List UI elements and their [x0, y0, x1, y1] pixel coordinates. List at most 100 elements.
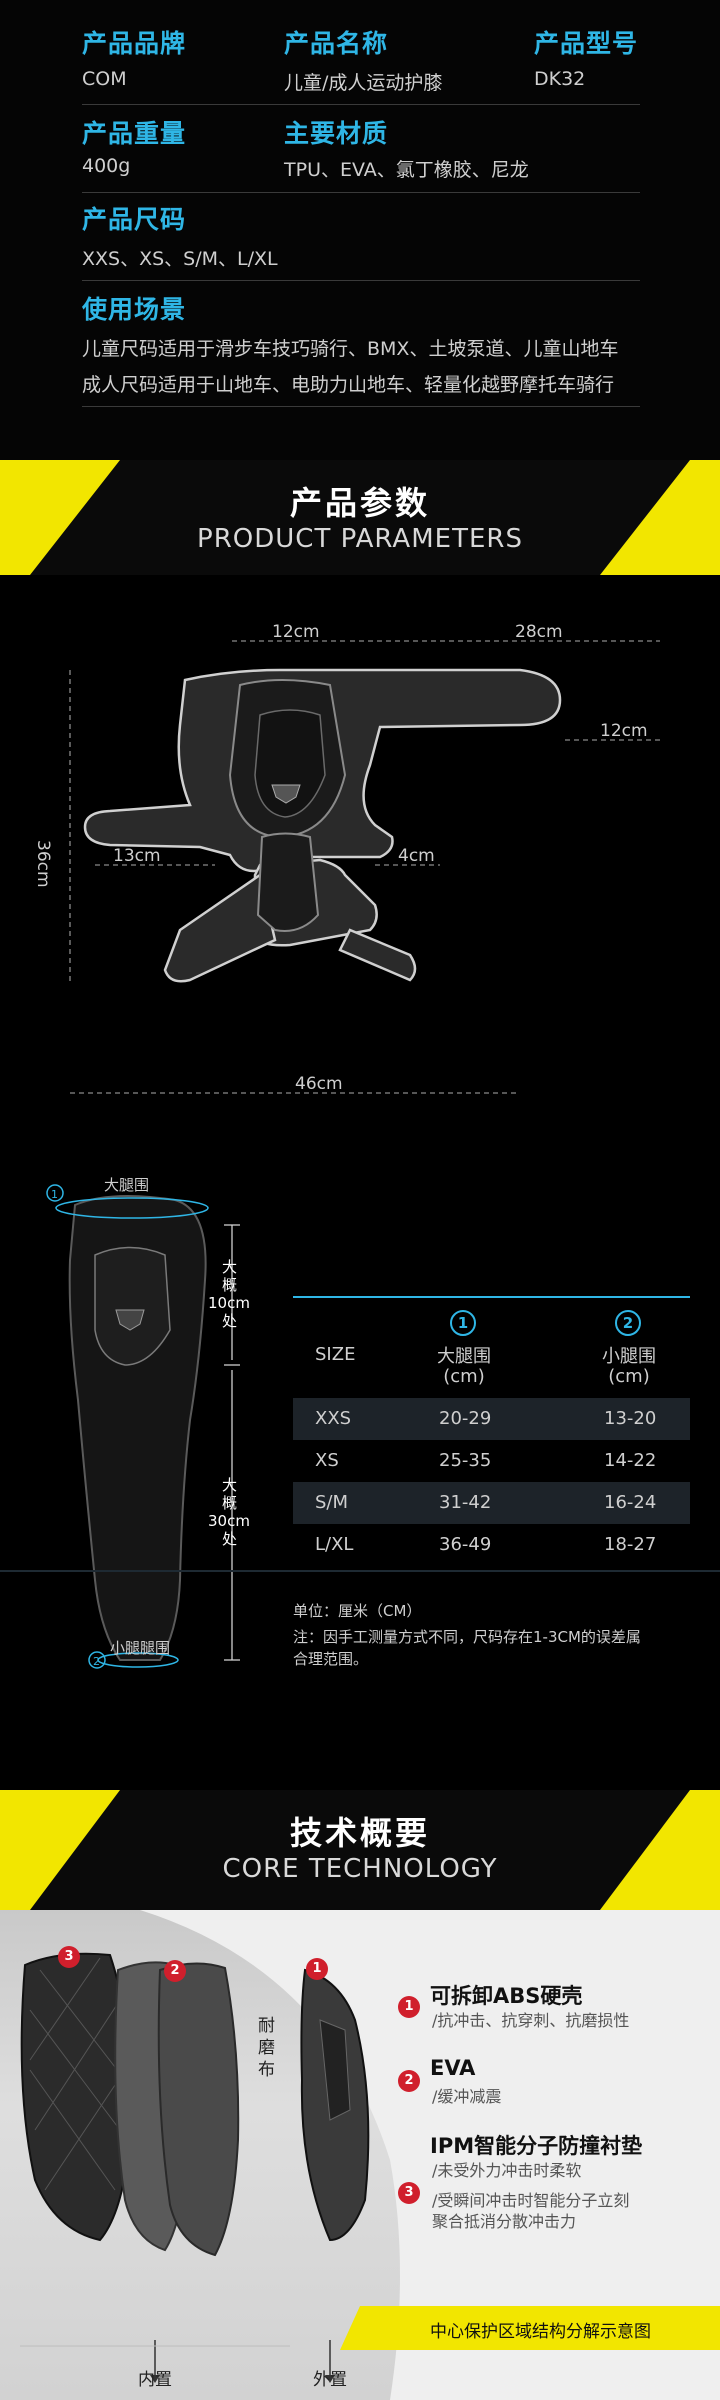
calf-column-header: 小腿围	[602, 1346, 656, 1367]
dim-height-label: 36cm	[33, 840, 53, 888]
core-technology-section: 3 2 1 耐 磨 布 1 可拆卸ABS硬壳 /抗冲击、抗穿刺、抗磨损性 2 E…	[0, 1910, 720, 2400]
upper-measure-text: 处	[222, 1312, 237, 1330]
upper-measure-text: 大	[222, 1258, 237, 1276]
size-cell: XS	[315, 1450, 339, 1471]
dim-top-right-label: 28cm	[515, 622, 563, 642]
calf-cell: 13-20	[604, 1408, 657, 1429]
core-technology-banner: 技术概要 CORE TECHNOLOGY	[0, 1790, 720, 1910]
product-name-label: 产品名称	[284, 29, 389, 58]
feature-3-desc-3: 聚合抵消分散冲击力	[432, 2212, 577, 2231]
feature-2-desc: /缓冲减震	[432, 2087, 502, 2106]
dimension-diagram: 12cm 28cm 12cm 36cm 13cm 4cm 46cm	[33, 622, 660, 1094]
divider	[0, 1570, 720, 1572]
parameters-subtitle: PRODUCT PARAMETERS	[197, 524, 523, 554]
lower-measure-text: 处	[222, 1530, 237, 1548]
brand-value: COM	[82, 68, 127, 90]
eva-layer-front	[157, 1962, 240, 2257]
leg-brand-emblem-icon	[115, 1309, 145, 1331]
caption-text: 中心保护区域结构分解示意图	[430, 2322, 651, 2342]
outer-label: 外置	[313, 2370, 347, 2390]
parameters-title: 产品参数	[289, 484, 430, 522]
table-row: L/XL 36-49 18-27	[293, 1524, 690, 1566]
brand-label: 产品品牌	[82, 29, 187, 58]
leg-measure-diagram: 1 2 大腿围 小腿腿围 大 概 10cm 处 大 概 30cm 处	[46, 1176, 250, 1669]
light-background-panel	[140, 1910, 720, 2400]
usage-line-1: 儿童尺码适用于滑步车技巧骑行、BMX、土坡泵道、儿童山地车	[82, 338, 619, 360]
usage-label: 使用场景	[82, 295, 187, 324]
ipm-layer-pad	[20, 1952, 132, 2242]
divider	[82, 406, 640, 407]
thigh-marker	[46, 1184, 64, 1202]
usage-line-2: 成人尺码适用于山地车、电助力山地车、轻量化越野摩托车骑行	[82, 374, 615, 396]
core-title: 技术概要	[289, 1814, 430, 1852]
lower-measure-text: 30cm	[208, 1512, 250, 1530]
table-row: XXS 20-29 13-20	[293, 1398, 690, 1440]
abs-shell-detail	[319, 2019, 351, 2121]
calf-marker	[88, 1651, 106, 1669]
lower-measure-text: 概	[222, 1494, 237, 1512]
calf-column-number: 2	[615, 1310, 641, 1336]
fabric-label-char: 耐	[258, 2016, 275, 2036]
thigh-cell: 36-49	[439, 1534, 492, 1555]
fabric-label-char: 布	[258, 2060, 275, 2080]
thigh-column-header: 大腿围	[437, 1346, 491, 1367]
feature-2-marker: 2	[398, 2070, 420, 2092]
leg-knee-cup	[94, 1246, 171, 1366]
size-label: 产品尺码	[82, 205, 187, 234]
divider	[82, 104, 640, 105]
calf-cell: 18-27	[604, 1534, 657, 1555]
upper-measure-text: 10cm	[208, 1294, 250, 1312]
calf-measure-ring	[97, 1652, 179, 1668]
feature-3-marker: 3	[398, 2182, 420, 2204]
feature-1-title: 可拆卸ABS硬壳	[430, 1984, 583, 2008]
weight-label: 产品重量	[82, 119, 187, 148]
feature-2-title: EVA	[430, 2056, 476, 2080]
core-subtitle: CORE TECHNOLOGY	[222, 1854, 498, 1884]
fabric-label-char: 磨	[258, 2038, 275, 2058]
fabric-label: 耐 磨 布	[258, 2015, 280, 2081]
thigh-label: 大腿围	[104, 1176, 149, 1194]
thigh-cell: 20-29	[439, 1408, 492, 1429]
material-label: 主要材质	[284, 119, 389, 148]
dim-inner-label: 4cm	[398, 846, 435, 866]
size-cell: S/M	[315, 1492, 349, 1513]
feature-1-desc: /抗冲击、抗穿刺、抗磨损性	[432, 2011, 630, 2030]
thigh-cell: 31-42	[439, 1492, 492, 1513]
feature-3-desc-1: /未受外力冲击时柔软	[432, 2161, 582, 2180]
weight-value: 400g	[82, 155, 131, 177]
feature-1-marker: 1	[398, 1996, 420, 2018]
feature-3-desc-2: /受瞬间冲击时智能分子立刻	[432, 2191, 630, 2210]
model-label: 产品型号	[534, 29, 639, 58]
thigh-marker-number: 1	[51, 1188, 58, 1201]
brand-emblem-icon	[271, 784, 301, 804]
model-value: DK32	[534, 68, 586, 90]
measurement-note-line-1: 注：因手工测量方式不同，尺码存在1-3CM的误差属	[293, 1628, 641, 1646]
shin-plate	[256, 832, 320, 932]
divider	[82, 192, 640, 193]
table-row: S/M 31-42 16-24	[293, 1482, 690, 1524]
feature-3-title: IPM智能分子防撞衬垫	[430, 2134, 643, 2158]
parameters-banner: 产品参数 PRODUCT PARAMETERS	[0, 460, 720, 575]
lower-measure-text: 大	[222, 1476, 237, 1494]
unit-note: 单位：厘米（CM）	[293, 1602, 422, 1620]
calf-label: 小腿腿围	[110, 1639, 170, 1657]
calf-marker-number: 2	[93, 1655, 100, 1668]
lower-right-strap	[338, 928, 417, 982]
calf-column-unit: (cm)	[608, 1366, 650, 1387]
table-top-rule	[293, 1296, 690, 1298]
layer-1-marker: 1	[306, 1958, 328, 1980]
inner-label: 内置	[138, 2370, 172, 2390]
layer-2-marker: 2	[164, 1960, 186, 1982]
size-value: XXS、XS、S/M、L/XL	[82, 248, 278, 270]
size-cell: XXS	[315, 1408, 352, 1429]
divider	[82, 280, 640, 281]
caption-bar	[340, 2306, 720, 2350]
size-column-header: SIZE	[315, 1344, 356, 1365]
material-value: TPU、EVA、氯丁橡胶、尼龙	[284, 159, 529, 181]
size-cell: L/XL	[315, 1534, 354, 1555]
measurement-note-line-2: 合理范围。	[293, 1650, 369, 1668]
dim-top-left-label: 12cm	[272, 622, 320, 642]
calf-cell: 14-22	[604, 1450, 657, 1471]
product-name-value: 儿童/成人运动护膝	[284, 72, 443, 94]
